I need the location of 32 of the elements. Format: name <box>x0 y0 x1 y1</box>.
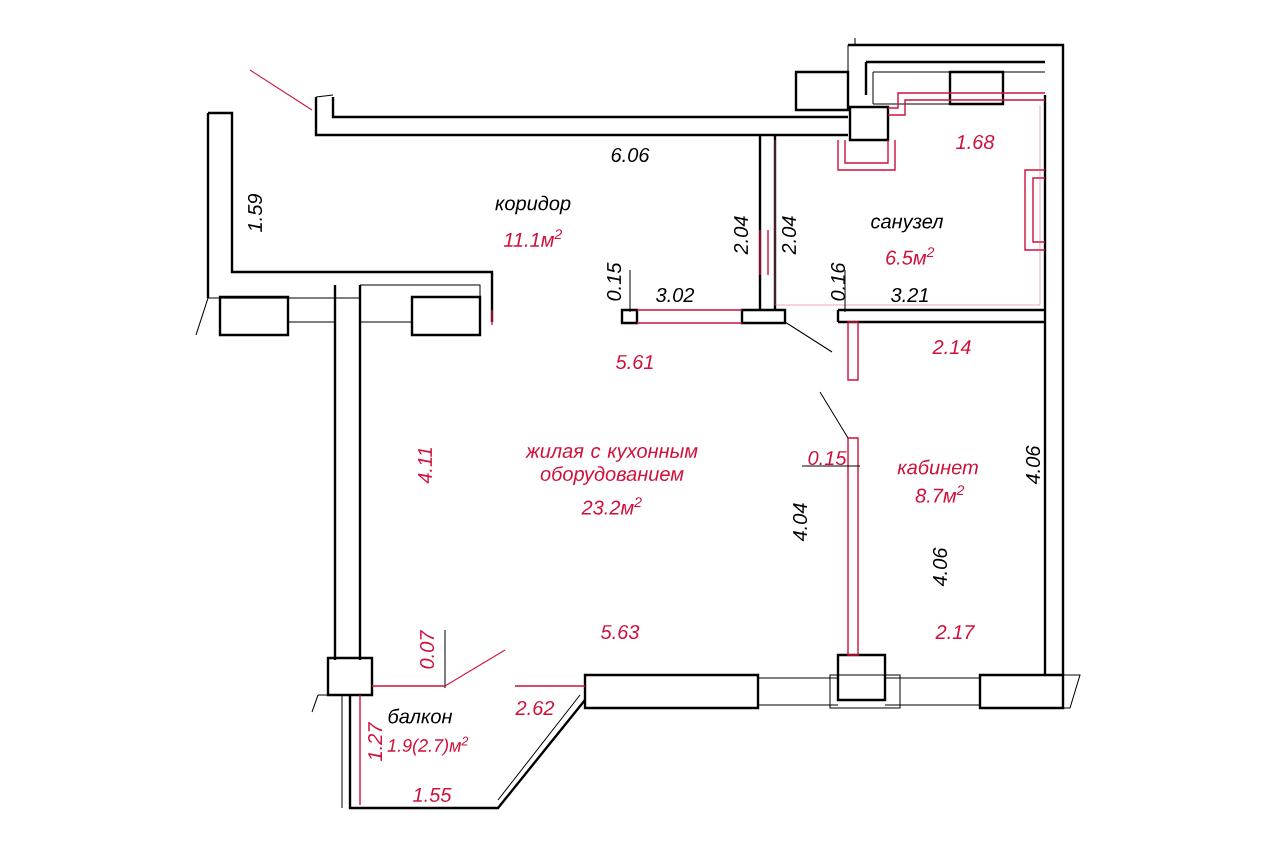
dimension-label: 2.04 <box>733 216 749 255</box>
dimension-label: 4.04 <box>792 503 808 542</box>
dimension-label: 1.55 <box>413 788 452 802</box>
dimension-label: 3.21 <box>891 287 928 303</box>
dimension-label: 0.15 <box>606 262 622 301</box>
dimension-label: 6.06 <box>611 147 650 163</box>
dimension-label: 2.04 <box>781 216 797 255</box>
dimension-label: 0.16 <box>830 262 846 301</box>
dimension-label: 4.06 <box>1025 445 1041 485</box>
dimension-label: 1.59 <box>247 193 263 232</box>
room-label: санузел <box>871 217 944 233</box>
dimension-label: 0.15 <box>808 450 847 466</box>
room-label: балкон <box>388 708 453 724</box>
dimension-label: 4.11 <box>418 447 432 484</box>
dimension-label: 2.14 <box>932 340 971 354</box>
dimension-label: 1.27 <box>368 721 382 761</box>
area-label: 1.9(2.7)м$^{2}$ <box>387 736 469 756</box>
area-label: 8.7м$^{2}$ <box>915 485 965 503</box>
area-label: 11.1м$^{2}$ <box>503 229 563 247</box>
dimension-label: 2.62 <box>515 700 555 716</box>
dimension-label: 5.63 <box>601 624 640 640</box>
dimension-label: 3.02 <box>656 287 695 303</box>
area-label: 23.2м$^{2}$ <box>581 497 642 515</box>
dimension-label: 0.07 <box>419 629 435 669</box>
room-label: кабинет <box>897 459 978 475</box>
dimension-label: 2.17 <box>935 625 976 639</box>
room-label: коридор <box>495 195 571 215</box>
dimension-label: 4.06 <box>932 547 948 587</box>
room-label: жилая с кухонным оборудованием <box>525 447 698 485</box>
dimension-label: 1.68 <box>956 134 995 150</box>
area-label: 6.5м$^{2}$ <box>886 247 935 265</box>
dimension-label: 5.61 <box>616 354 653 370</box>
